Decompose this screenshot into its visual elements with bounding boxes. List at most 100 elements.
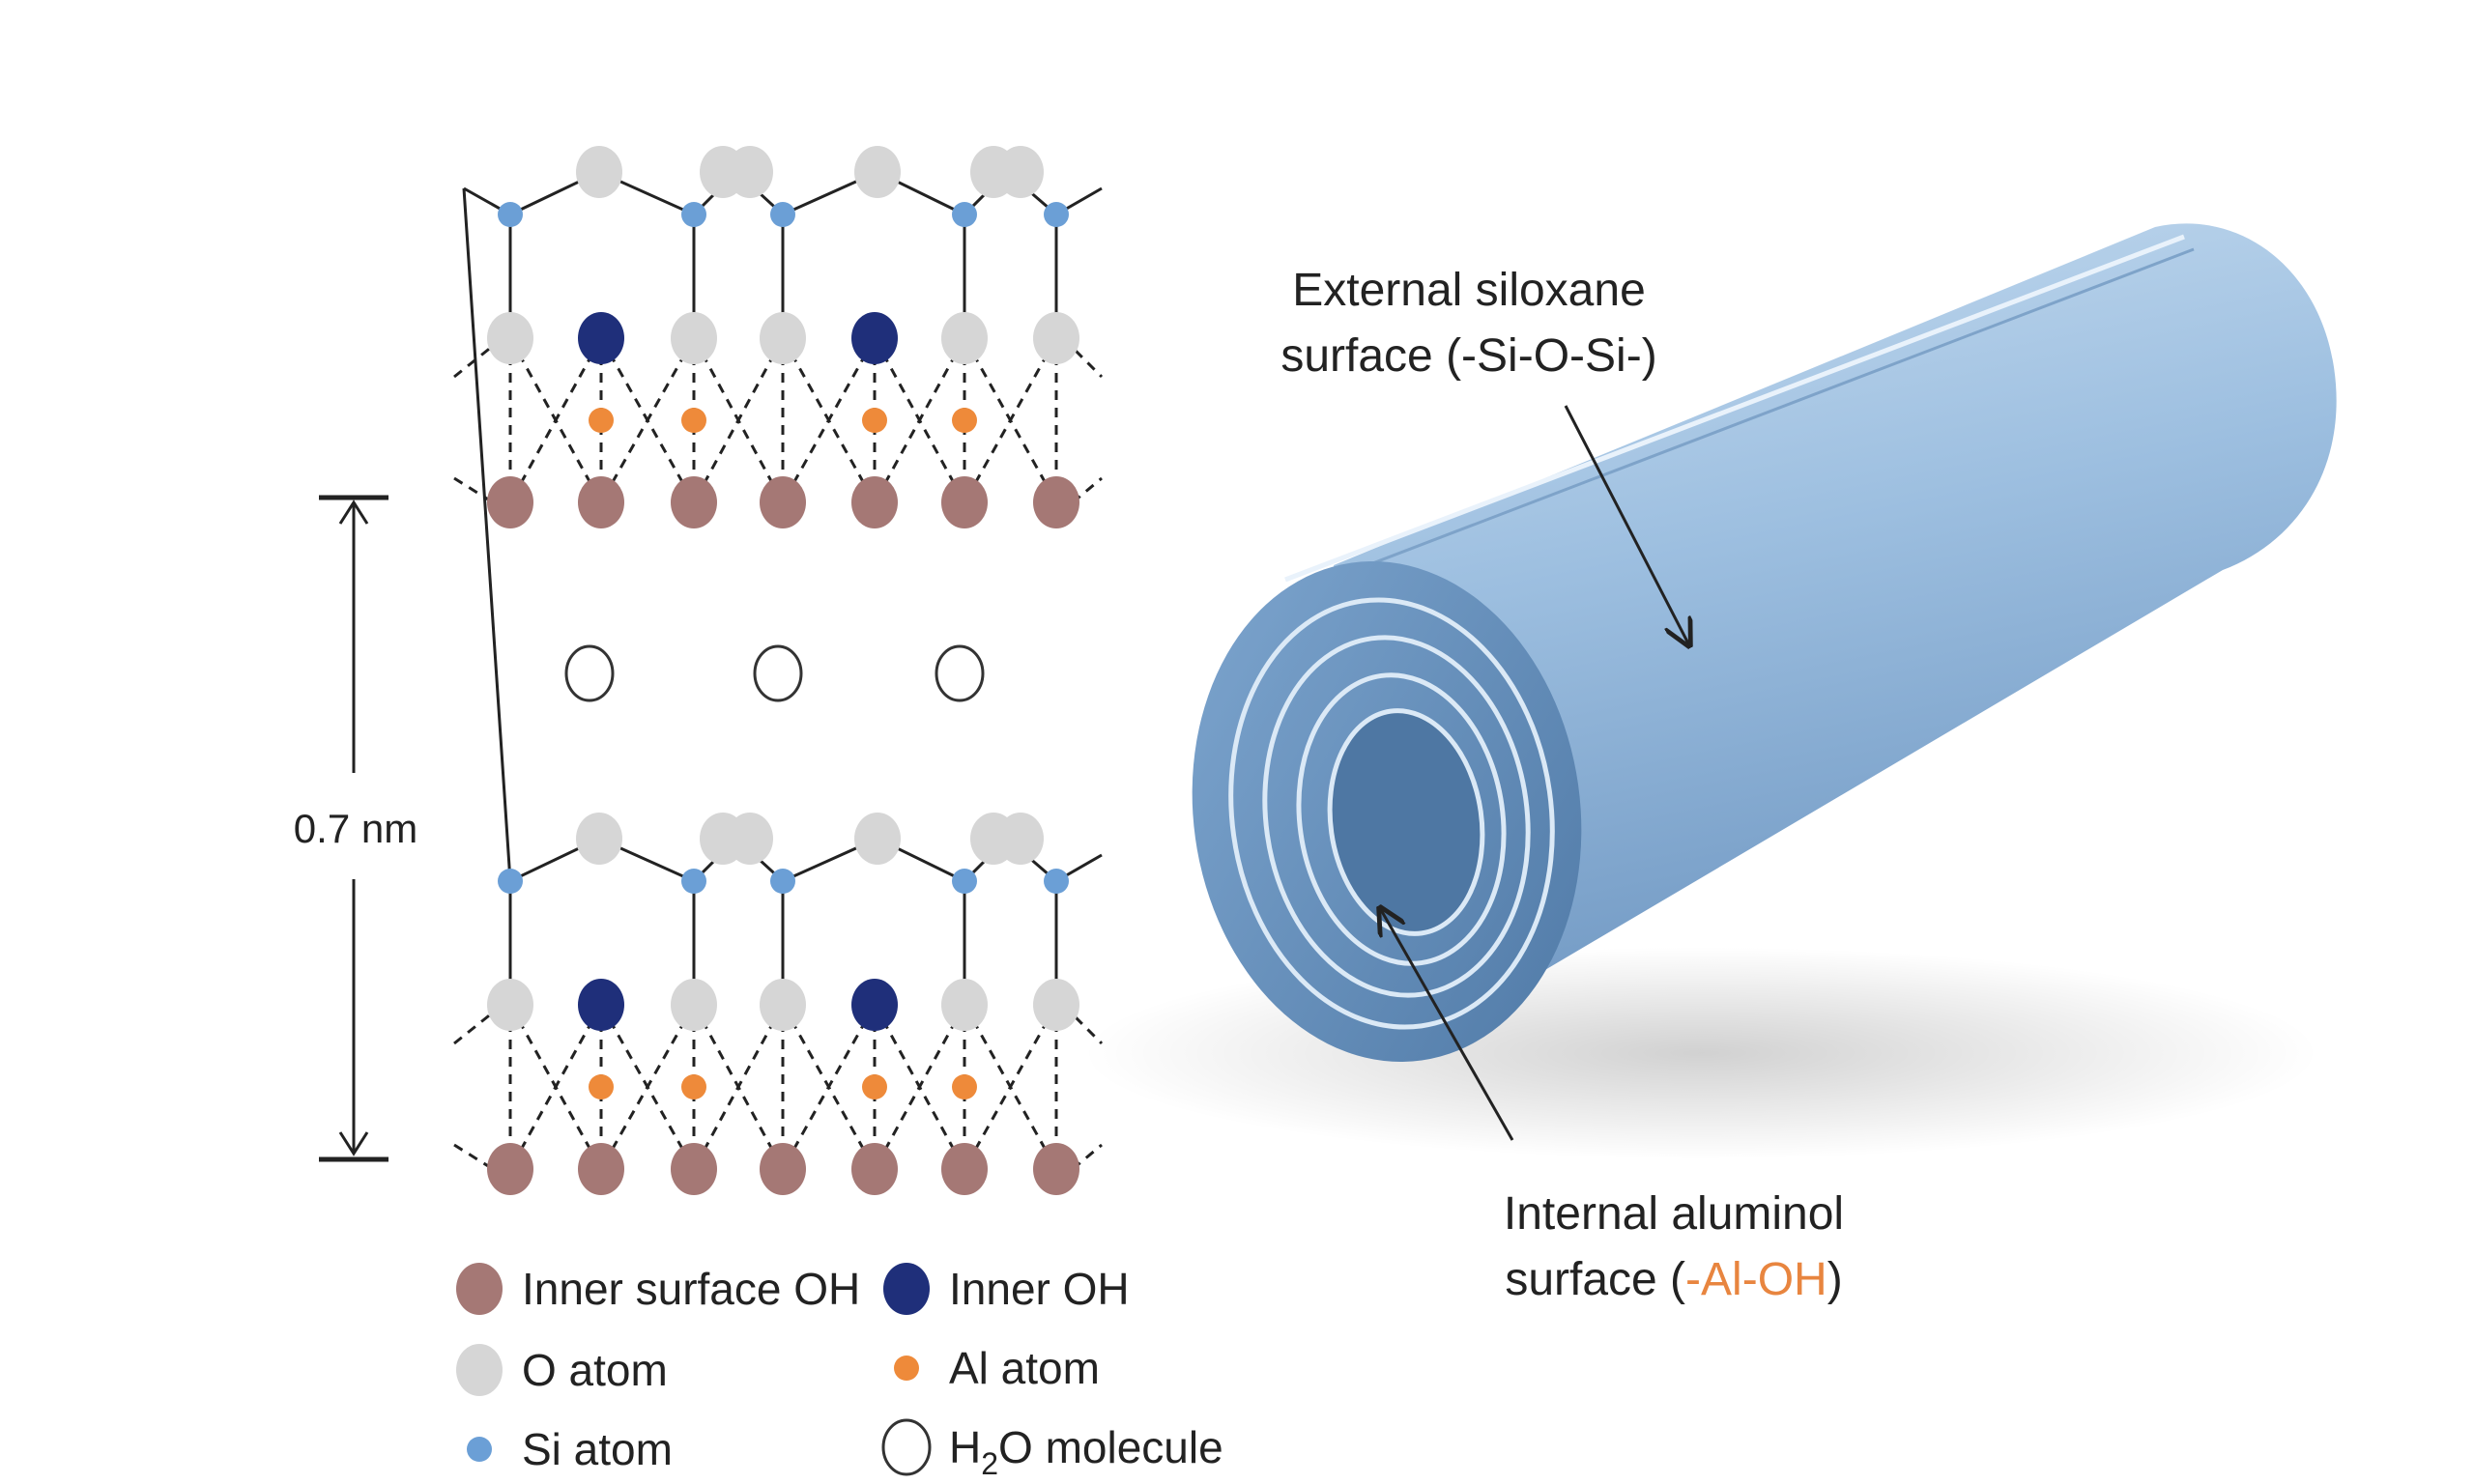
- o-atom: [1033, 979, 1079, 1031]
- legend-item-al-atom: Al atom: [894, 1343, 1100, 1393]
- h2o-molecule: [935, 644, 985, 702]
- inner-surface-oh: [851, 476, 898, 528]
- external-label-arrow: [1564, 405, 1689, 645]
- o-atom: [576, 813, 622, 865]
- octahedral-bond: [508, 337, 603, 503]
- inner-surface-oh: [671, 1143, 717, 1195]
- octahedral-bond: [599, 1004, 696, 1170]
- inner-surface-oh-swatch: [456, 1263, 503, 1315]
- legend-label-si-atom: Si atom: [522, 1424, 673, 1474]
- o-atom: [727, 146, 773, 198]
- o-atom-swatch: [456, 1344, 503, 1396]
- h2o-molecule: [753, 644, 803, 702]
- o-atom: [997, 146, 1044, 198]
- external-label-line2: surface (-Si-O-Si-): [1280, 330, 1656, 382]
- inner-surface-oh: [941, 1143, 988, 1195]
- o-atom: [671, 312, 717, 364]
- inner-surface-oh: [671, 476, 717, 528]
- octahedral-bond: [873, 1004, 966, 1170]
- si-atom: [1044, 202, 1069, 227]
- al-atom-swatch: [894, 1356, 919, 1381]
- internal-label-line2: surface (-Al-OH): [1505, 1254, 1842, 1305]
- octahedral-bond: [692, 337, 785, 503]
- al-atom: [589, 408, 614, 433]
- inner-surface-oh: [851, 1143, 898, 1195]
- si-atom: [681, 202, 706, 227]
- aluminol-formula: -Al-OH: [1685, 1254, 1827, 1305]
- scale-label: 0.7 nm: [294, 806, 417, 851]
- legend-label-o-atom: O atom: [522, 1345, 668, 1395]
- si-atom: [681, 869, 706, 894]
- legend-item-si-atom: Si atom: [467, 1424, 673, 1474]
- legend-item-o-atom: O atom: [456, 1344, 668, 1396]
- inner-oh: [578, 312, 624, 364]
- inner-surface-oh: [1033, 476, 1079, 528]
- legend: Inner surface OH Inner OH O atom Al atom…: [456, 1263, 1223, 1481]
- si-atom: [770, 202, 795, 227]
- al-atom: [862, 1074, 887, 1099]
- octahedral-bond: [599, 337, 696, 503]
- o-atom: [576, 146, 622, 198]
- legend-label-inner-surface-oh: Inner surface OH: [522, 1264, 860, 1314]
- si-atom: [770, 869, 795, 894]
- inner-surface-oh: [760, 476, 806, 528]
- legend-label-h2o: H2O molecule: [949, 1422, 1223, 1481]
- inner-surface-oh: [487, 1143, 533, 1195]
- si-atom-swatch: [467, 1437, 492, 1462]
- inner-oh: [851, 979, 898, 1031]
- octahedral-bond: [963, 337, 1058, 503]
- al-atom: [681, 408, 706, 433]
- o-atom: [941, 312, 988, 364]
- inner-oh-swatch: [883, 1263, 930, 1315]
- si-atom: [498, 869, 523, 894]
- o-atom: [854, 146, 901, 198]
- internal-surface-label: Internal aluminol surface (-Al-OH): [1380, 908, 1844, 1305]
- o-atom: [941, 979, 988, 1031]
- external-label-line1: External siloxane: [1292, 265, 1646, 316]
- o-atom: [760, 312, 806, 364]
- legend-item-inner-oh: Inner OH: [883, 1263, 1130, 1315]
- si-atom: [952, 202, 977, 227]
- al-atom: [589, 1074, 614, 1099]
- si-atom: [952, 869, 977, 894]
- h2o-swatch: [881, 1418, 932, 1476]
- inner-oh: [851, 312, 898, 364]
- o-atom: [997, 813, 1044, 865]
- o-atom: [1033, 312, 1079, 364]
- h2o-molecule: [564, 644, 615, 702]
- o-atom: [760, 979, 806, 1031]
- internal-label-line1: Internal aluminol: [1504, 1188, 1844, 1240]
- crystal-layer-top: [453, 146, 1104, 528]
- octahedral-bond: [692, 1004, 785, 1170]
- al-atom: [681, 1074, 706, 1099]
- octahedral-bond: [873, 337, 966, 503]
- o-atom: [854, 813, 901, 865]
- al-atom: [952, 1074, 977, 1099]
- scale-bar: 0.7 nm: [294, 495, 417, 1162]
- inner-surface-oh: [578, 476, 624, 528]
- o-atom: [487, 312, 533, 364]
- internal-label-arrow: [1380, 908, 1514, 1141]
- inner-surface-oh: [487, 476, 533, 528]
- octahedral-bond: [781, 337, 877, 503]
- inner-surface-oh: [578, 1143, 624, 1195]
- legend-item-h2o-molecule: H2O molecule: [881, 1418, 1223, 1481]
- legend-label-al-atom: Al atom: [949, 1343, 1100, 1393]
- octahedral-bond: [963, 1004, 1058, 1170]
- al-atom: [952, 408, 977, 433]
- inner-surface-oh: [1033, 1143, 1079, 1195]
- al-atom: [862, 408, 887, 433]
- inner-surface-oh: [760, 1143, 806, 1195]
- o-atom: [727, 813, 773, 865]
- inner-surface-oh: [941, 476, 988, 528]
- inner-oh: [578, 979, 624, 1031]
- si-atom: [1044, 869, 1069, 894]
- o-atom: [671, 979, 717, 1031]
- crystal-layer-bottom: [453, 187, 1104, 1195]
- octahedral-bond: [781, 1004, 877, 1170]
- nanotube: [1082, 223, 2337, 1159]
- octahedral-bond: [508, 1004, 603, 1170]
- water-molecule-row: [564, 644, 985, 702]
- o-atom: [487, 979, 533, 1031]
